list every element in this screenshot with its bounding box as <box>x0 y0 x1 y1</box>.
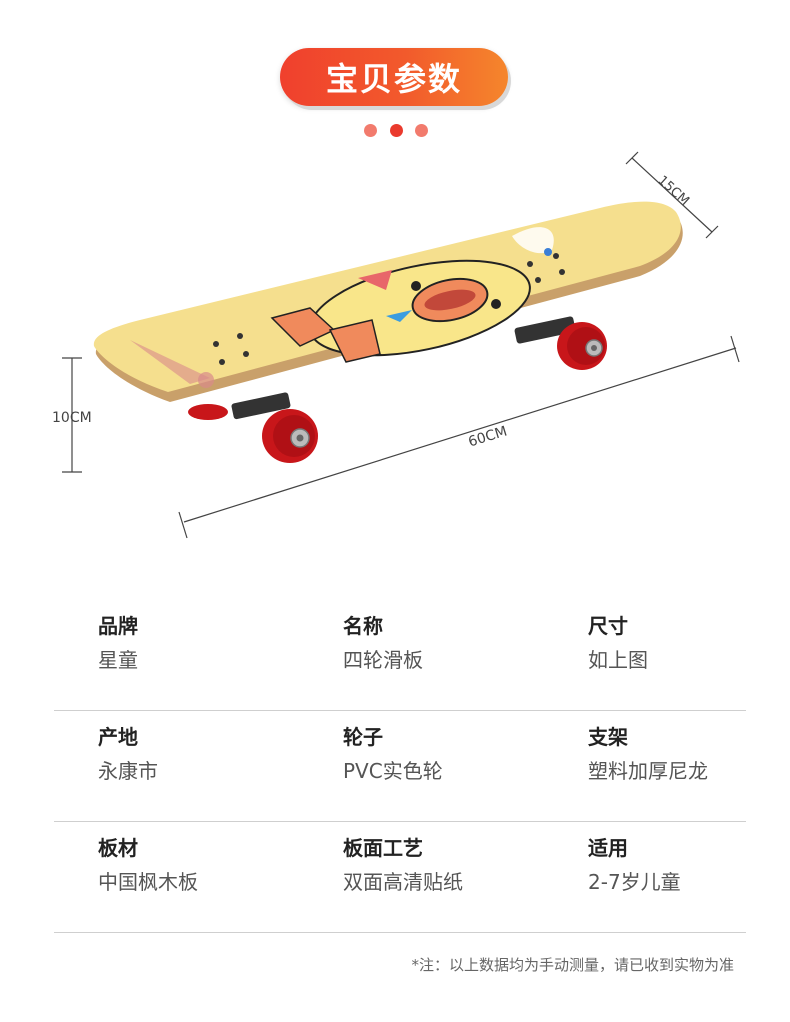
spec-label: 板材 <box>98 836 138 860</box>
spec-origin: 产地 永康市 <box>98 723 158 785</box>
spec-value: PVC实色轮 <box>343 759 443 783</box>
spec-name: 名称 四轮滑板 <box>343 612 423 674</box>
section-title-text: 宝贝参数 <box>325 60 462 98</box>
dot-right <box>415 124 428 137</box>
spec-value: 四轮滑板 <box>343 648 423 672</box>
spec-wheels: 轮子 PVC实色轮 <box>343 723 443 785</box>
spec-value: 塑料加厚尼龙 <box>588 759 708 783</box>
dimension-height <box>62 357 82 473</box>
dimension-length-label: 60CM <box>466 424 509 451</box>
spec-surface-process: 板面工艺 双面高清贴纸 <box>343 834 463 896</box>
rear-truck <box>514 316 607 370</box>
spec-row-3: 板材 中国枫木板 板面工艺 双面高清贴纸 适用 2-7岁儿童 <box>54 822 746 933</box>
dimension-height-label: 10CM <box>52 410 92 426</box>
spec-truck: 支架 塑料加厚尼龙 <box>588 723 708 785</box>
spec-label: 名称 <box>343 614 383 638</box>
spec-row-1: 品牌 星童 名称 四轮滑板 尺寸 如上图 <box>54 600 746 711</box>
dot-left <box>364 124 377 137</box>
spec-value: 2-7岁儿童 <box>588 870 681 894</box>
spec-value: 中国枫木板 <box>98 870 198 894</box>
spec-value: 双面高清贴纸 <box>343 870 463 894</box>
spec-row-2: 产地 永康市 轮子 PVC实色轮 支架 塑料加厚尼龙 <box>54 711 746 822</box>
front-truck <box>188 392 318 463</box>
skateboard-deck <box>93 201 683 402</box>
footnote: *注：以上数据均为手动测量，请已收到实物为准 <box>411 956 734 974</box>
duck-graphic <box>270 259 531 363</box>
spec-label: 尺寸 <box>588 614 628 638</box>
spec-label: 轮子 <box>343 725 383 749</box>
dot-middle <box>389 124 403 137</box>
spec-value: 星童 <box>98 648 138 672</box>
spec-size: 尺寸 如上图 <box>588 612 648 674</box>
specs-table: 品牌 星童 名称 四轮滑板 尺寸 如上图 产地 永康市 轮子 PVC实色轮 支架… <box>54 600 746 933</box>
dimension-length <box>178 335 740 539</box>
spec-label: 产地 <box>98 725 138 749</box>
spec-board-material: 板材 中国枫木板 <box>98 834 198 896</box>
spec-value: 永康市 <box>98 759 158 783</box>
spec-suitable-age: 适用 2-7岁儿童 <box>588 834 681 896</box>
spec-value: 如上图 <box>588 648 648 672</box>
spec-brand: 品牌 星童 <box>98 612 138 674</box>
decorative-dots <box>364 124 428 138</box>
dimension-width <box>625 151 719 239</box>
spec-label: 品牌 <box>98 614 138 638</box>
spec-label: 适用 <box>588 836 628 860</box>
section-title: 宝贝参数 <box>280 48 512 110</box>
spec-label: 板面工艺 <box>343 836 423 860</box>
skateboard-illustration: 15CM 10CM 60CM <box>52 151 740 539</box>
title-pill: 宝贝参数 <box>280 48 508 106</box>
spec-label: 支架 <box>588 725 628 749</box>
